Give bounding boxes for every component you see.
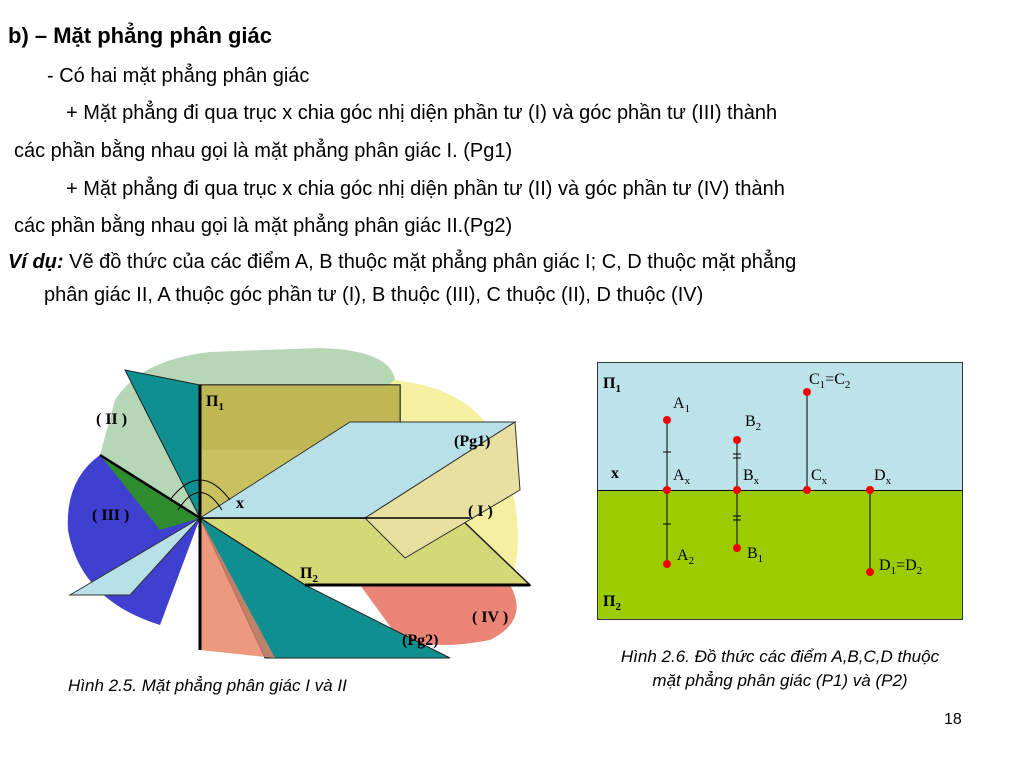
pg1-description-line1: + Mặt phẳng đi qua trục x chia góc nhị d…: [66, 102, 778, 124]
label-quadrant-III: ( III ): [92, 507, 129, 524]
point-D1D2: [866, 568, 874, 576]
label-x-axis: x: [236, 495, 244, 512]
angle-arc: [169, 479, 231, 501]
label-quadrant-IV: ( IV ): [472, 609, 508, 626]
figure-1-caption: Hình 2.5. Mặt phẳng phân giác I và II: [68, 676, 347, 695]
region-IV-front: [200, 518, 275, 658]
pi2-back-edge: [99, 453, 201, 520]
label-pi1: Π1: [206, 393, 224, 413]
label-Ax: Ax: [673, 467, 691, 487]
pi1-region: [597, 362, 963, 491]
point-Ax: [663, 486, 671, 494]
label-A2: A2: [677, 547, 694, 567]
point-B1: [733, 544, 741, 552]
region-IV-shape: [360, 585, 517, 645]
label-Cx: Cx: [811, 467, 828, 487]
label-D1D2: D1=D2: [879, 557, 922, 577]
pg2-description-line1: + Mặt phẳng đi qua trục x chia góc nhị d…: [66, 178, 785, 200]
pg1-description-line2: các phần bằng nhau gọi là mặt phẳng phân…: [14, 140, 513, 162]
point-A2: [663, 560, 671, 568]
label-pi2: Π2: [603, 593, 621, 613]
point-Bx: [733, 486, 741, 494]
point-Dx: [866, 486, 874, 494]
figure-2-caption: Hình 2.6. Đồ thức các điểm A,B,C,D thuộc…: [560, 645, 1000, 693]
label-pg2: (Pg2): [402, 632, 438, 649]
label-pi2: Π2: [300, 565, 318, 585]
pg1-plane-fold: [364, 421, 521, 559]
label-quadrant-I: ( I ): [468, 503, 493, 520]
label-B1: B1: [747, 545, 763, 565]
pg2-description-line2: các phần bằng nhau gọi là mặt phẳng phân…: [14, 215, 513, 237]
label-Bx: Bx: [743, 467, 760, 487]
angle-arc-inner: [177, 492, 223, 511]
point-B2: [733, 436, 741, 444]
figure-2-caption-line2: mặt phẳng phân giác (P1) và (P2): [652, 671, 908, 690]
point-Cx: [803, 486, 811, 494]
figure-2-caption-line1: Hình 2.6. Đồ thức các điểm A,B,C,D thuộc: [620, 647, 940, 666]
label-A1: A1: [673, 395, 690, 415]
label-C1C2: C1=C2: [809, 371, 850, 391]
label-pg1: (Pg1): [454, 433, 490, 450]
intro-line: - Có hai mặt phẳng phân giác: [47, 65, 310, 87]
figure-bisector-planes-3d: Π1 Π2 (Pg1) (Pg2) x ( I ) ( II ) ( III )…: [60, 340, 540, 670]
label-x-axis: x: [611, 465, 619, 482]
pg1-plane-back: [68, 517, 201, 596]
label-quadrant-II: ( II ): [96, 411, 127, 428]
example-text: Vẽ đồ thức của các điểm A, B thuộc mặt p…: [63, 251, 797, 273]
label-B2: B2: [745, 413, 761, 433]
point-A1: [663, 416, 671, 424]
figure-1-drawing: Π1 Π2 (Pg1) (Pg2) x ( I ) ( II ) ( III )…: [67, 348, 532, 659]
label-pi1: Π1: [603, 375, 621, 395]
figure-point-epure: Π1 Π2 x A1 Ax A2 B2 Bx B1 C1=C2 Cx Dx D1…: [597, 362, 963, 620]
label-Dx: Dx: [874, 467, 892, 487]
point-C1C2: [803, 388, 811, 396]
page-number: 18: [944, 711, 962, 728]
section-heading: b) – Mặt phẳng phân giác: [8, 23, 273, 48]
pi2-region: [597, 490, 963, 620]
example-line1: Ví dụ: Vẽ đồ thức của các điểm A, B thuộ…: [8, 250, 796, 274]
figure-2-drawing: Π1 Π2 x A1 Ax A2 B2 Bx B1 C1=C2 Cx Dx D1…: [597, 362, 963, 620]
region-II-dark: [100, 455, 200, 530]
example-line2: phân giác II, A thuộc góc phần tư (I), B…: [44, 284, 704, 306]
example-lead: Ví dụ:: [8, 251, 64, 273]
